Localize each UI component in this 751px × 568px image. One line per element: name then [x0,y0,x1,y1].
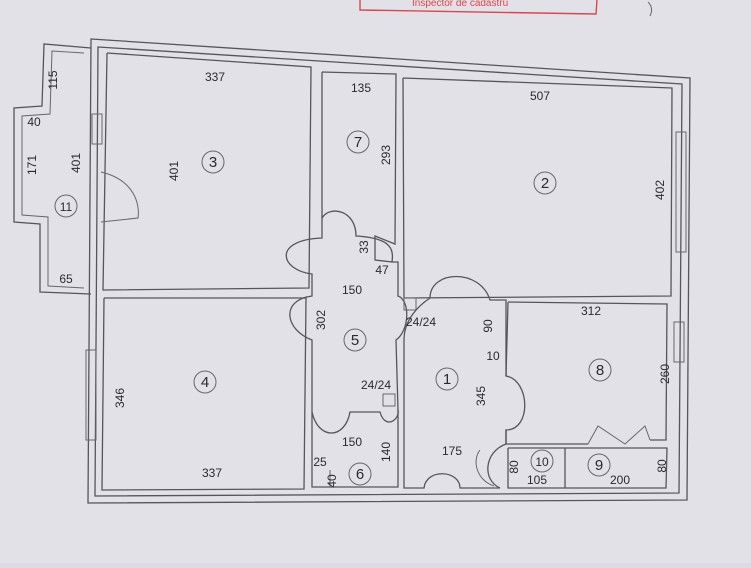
room-numbers: 1 2 3 4 5 6 7 8 [54,130,612,486]
dim-65: 65 [59,272,73,286]
dim-140: 140 [379,442,393,462]
svg-text:4: 4 [201,374,209,391]
dim-90: 90 [481,319,495,333]
dim-345: 345 [474,386,488,406]
dim-401-balcony: 401 [69,153,83,173]
dim-302: 302 [314,310,328,330]
dim-150-hall: 150 [342,283,362,297]
room-number-1: 1 [435,367,459,391]
dim-47: 47 [375,263,389,277]
room-number-11: 11 [54,194,78,218]
corridor-1-outline [403,276,526,489]
stamp-text: Inspector de cadastru [412,0,508,9]
dim-80-room10: 80 [507,460,521,474]
room-number-4: 4 [193,370,217,394]
svg-text:10: 10 [535,455,549,469]
dim-293: 293 [379,145,393,165]
room-number-9: 9 [587,453,611,477]
door-swing-9 [587,425,651,445]
dim-401-room3: 401 [167,161,181,181]
svg-text:2: 2 [541,175,549,192]
room-number-5: 5 [343,328,367,352]
room-number-7: 7 [346,130,370,154]
svg-text:6: 6 [356,466,364,483]
dim-115: 115 [46,70,60,89]
dim-175: 175 [442,444,462,458]
pen-mark [647,1,653,17]
outer-walls [87,38,691,504]
dim-80-room9: 80 [655,459,669,473]
dim-337-room4: 337 [202,466,222,480]
dim-337-room3: 337 [205,70,225,84]
dim-312: 312 [581,304,601,318]
dim-135: 135 [351,81,371,95]
dim-507: 507 [530,89,550,103]
room-number-10: 10 [530,449,554,473]
balcony-11 [13,43,92,295]
dim-346: 346 [113,388,127,408]
dim-105: 105 [527,473,547,487]
svg-text:7: 7 [354,134,362,151]
room-number-2: 2 [533,171,557,195]
svg-text:3: 3 [209,154,217,171]
door-swing-10 [475,449,495,487]
dim-24-24-bottom: 24/24 [361,378,391,392]
dim-40-balcony: 40 [27,115,41,129]
cadastre-stamp: Inspector de cadastru [359,0,598,15]
dimension-labels: 115 40 171 401 65 337 401 135 293 507 40… [25,70,672,488]
dim-260: 260 [658,364,672,384]
room-number-3: 3 [201,150,225,174]
svg-text:11: 11 [60,200,73,214]
hall-5-outline [285,210,408,434]
dim-200: 200 [610,473,630,487]
windows [85,113,687,441]
dim-150-room6: 150 [342,435,362,449]
dim-10: 10 [486,349,500,363]
svg-text:5: 5 [351,332,359,349]
room-number-6: 6 [348,462,372,486]
svg-text:9: 9 [595,457,603,474]
room-number-8: 8 [588,358,612,382]
dim-40-room6: 40 [325,474,339,488]
dim-33: 33 [357,240,371,254]
door-swing-11 [100,171,139,223]
dim-171: 171 [25,155,39,175]
svg-text:1: 1 [443,371,451,388]
dim-402: 402 [653,180,667,200]
dim-24-24-top: 24/24 [406,315,436,329]
dim-25: 25 [313,455,327,469]
svg-text:8: 8 [596,362,604,379]
